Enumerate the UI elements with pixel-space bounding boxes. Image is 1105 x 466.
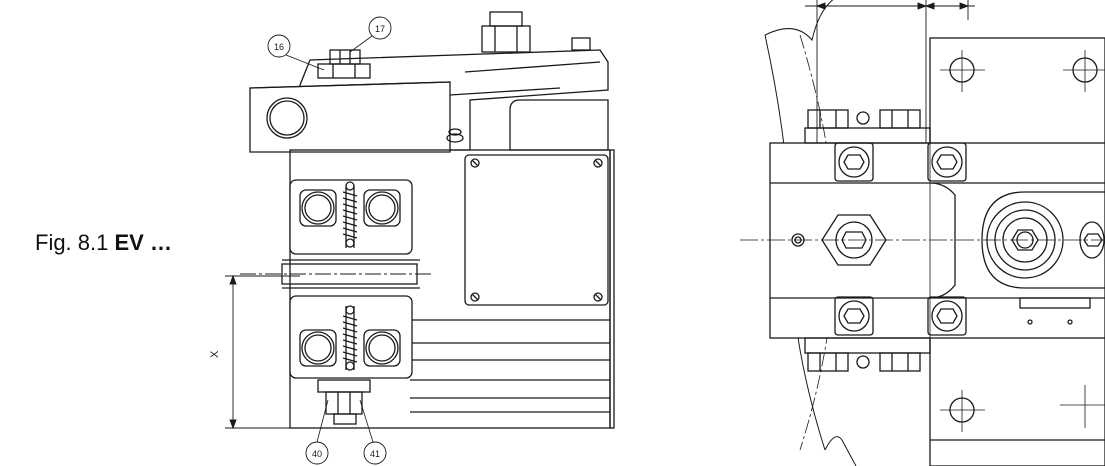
right-top-view (740, 0, 1105, 466)
top-hex-nut (481, 11, 591, 53)
callout-16 (267, 34, 325, 71)
round-pin (266, 97, 308, 139)
left-side-view: X 16 17 40 41 (209, 11, 615, 465)
small-pin (791, 233, 805, 247)
callout-17-label: 17 (375, 24, 385, 34)
upper-clamp-block (289, 179, 413, 255)
upper-cap-plate (249, 49, 609, 153)
callout-40 (305, 399, 329, 465)
callout-41-label: 41 (370, 449, 380, 459)
figure-caption: Fig. 8.1 EV … (35, 230, 172, 256)
center-hex-bolt (821, 214, 887, 266)
figure-caption-title: EV … (114, 230, 172, 255)
bottom-bolt (317, 379, 371, 425)
callout-17 (349, 16, 392, 53)
callout-16-label: 16 (274, 42, 284, 52)
upper-nut-block (804, 109, 931, 144)
top-bolt-17 (317, 49, 371, 79)
center-rod (240, 259, 432, 289)
dimension-x-label: X (209, 350, 221, 358)
cover-plate (464, 154, 609, 306)
bottom-cap-screws (834, 296, 967, 336)
callout-41 (359, 399, 387, 465)
dimension-x (225, 274, 300, 430)
roller (981, 191, 1105, 289)
figure-caption-prefix: Fig. 8.1 (35, 230, 115, 255)
main-body (289, 149, 615, 429)
top-dimension-lines (805, 0, 975, 148)
callout-40-label: 40 (312, 449, 322, 459)
lower-clamp-block (289, 295, 413, 379)
lower-nut-block (804, 337, 931, 372)
clamp-body (769, 142, 1105, 339)
top-cap-screws (834, 142, 967, 182)
